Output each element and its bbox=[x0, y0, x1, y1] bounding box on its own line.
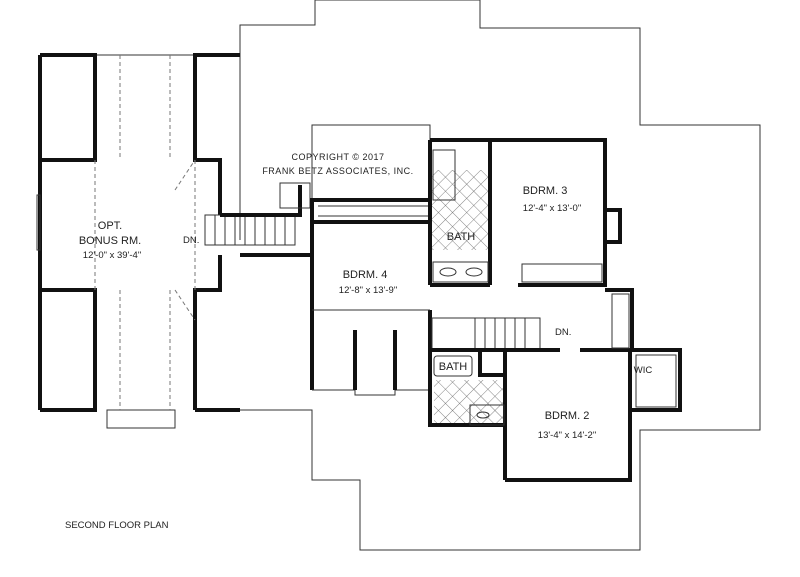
bonus-room-label-1: OPT. bbox=[98, 220, 122, 232]
bdrm4-dims: 12'-8" x 13'-9" bbox=[339, 285, 397, 296]
bonus-room-dims: 12'-0" x 39'-4" bbox=[83, 250, 141, 261]
copyright-line-2: FRANK BETZ ASSOCIATES, INC. bbox=[262, 166, 413, 176]
roof-outline bbox=[40, 0, 761, 551]
bonus-room-label-2: BONUS RM. bbox=[79, 235, 141, 247]
bedroom-4-walls bbox=[310, 222, 432, 425]
upper-bath-label: BATH bbox=[447, 231, 476, 243]
lower-bath-label: BATH bbox=[439, 361, 468, 373]
left-stair bbox=[204, 182, 312, 257]
bedroom-2-walls bbox=[505, 348, 682, 482]
bonus-room bbox=[36, 53, 240, 412]
bdrm2-dims: 13'-4" x 14'-2" bbox=[538, 430, 596, 441]
copyright-line-1: COPYRIGHT © 2017 bbox=[292, 152, 385, 162]
bedroom-3-walls bbox=[521, 208, 622, 283]
stair-right-dn: DN. bbox=[555, 327, 571, 338]
lower-bath bbox=[428, 350, 507, 480]
closet-hall bbox=[310, 198, 432, 224]
bdrm2-label: BDRM. 2 bbox=[545, 410, 590, 422]
bdrm3-dims: 12'-4" x 13'-0" bbox=[523, 203, 581, 214]
center-hall-stair bbox=[430, 288, 634, 352]
wic-label: WIC bbox=[634, 365, 653, 376]
bdrm4-label: BDRM. 4 bbox=[343, 269, 388, 281]
bdrm3-label: BDRM. 3 bbox=[523, 185, 568, 197]
stair-left-dn: DN. bbox=[183, 235, 199, 246]
plan-title: SECOND FLOOR PLAN bbox=[65, 520, 169, 531]
